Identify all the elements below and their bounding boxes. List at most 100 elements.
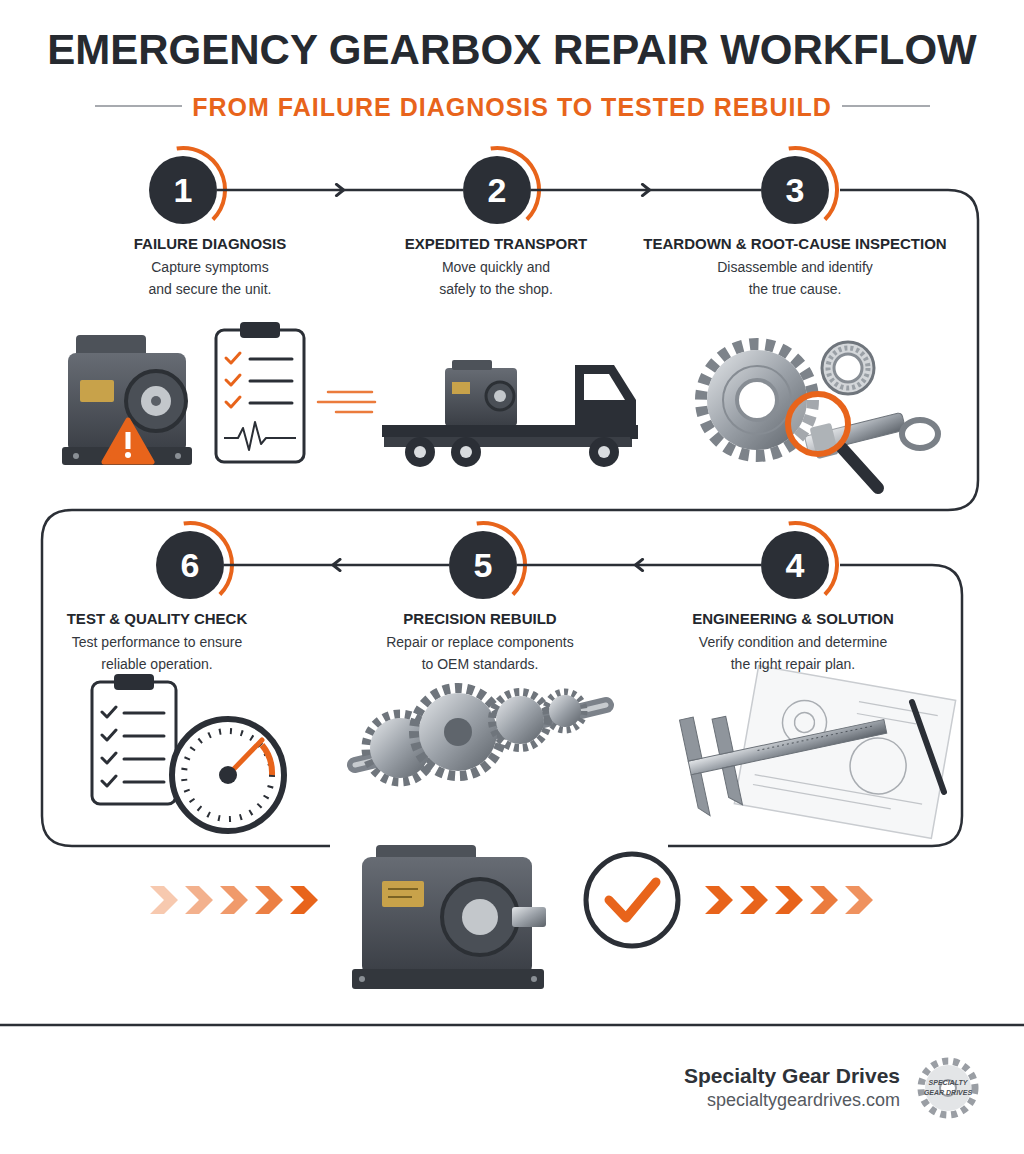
logo-text: SPECIALTY bbox=[929, 1079, 968, 1087]
truck-illustration bbox=[405, 437, 435, 467]
gear-shaft-illustration bbox=[492, 692, 548, 748]
step-circle: 5PRECISION REBUILDRepair or replace comp… bbox=[449, 531, 517, 599]
logo-text: GEAR DRIVES bbox=[924, 1089, 972, 1097]
step-heading: PRECISION REBUILD bbox=[403, 609, 556, 629]
blueprint-illustration bbox=[846, 734, 911, 799]
step-circle: 3TEARDOWN & ROOT-CAUSE INSPECTIONDisasse… bbox=[761, 156, 829, 224]
chevron-arrow bbox=[255, 886, 283, 914]
step-heading: EXPEDITED TRANSPORT bbox=[405, 234, 588, 254]
website-url: specialtygeardrives.com bbox=[707, 1089, 900, 1111]
clipboard-illustration bbox=[216, 322, 304, 462]
gearbox-illustration bbox=[126, 371, 186, 431]
blueprint-illustration bbox=[793, 711, 816, 734]
subtitle-rule bbox=[95, 105, 182, 107]
blueprint-illustration bbox=[691, 766, 743, 818]
blueprint-illustration bbox=[679, 666, 955, 839]
step-description: Move quickly and safely to the shop. bbox=[434, 256, 559, 300]
checklist-gauge-illustration bbox=[92, 682, 176, 804]
step-number: 3 bbox=[761, 156, 829, 224]
warning-symbol bbox=[104, 420, 152, 462]
truck-illustration bbox=[486, 382, 514, 410]
step-heading: FAILURE DIAGNOSIS bbox=[134, 234, 287, 254]
footer-rule bbox=[0, 1024, 1024, 1027]
gear-parts-illustration bbox=[822, 342, 874, 394]
blueprint-illustration bbox=[679, 710, 733, 761]
truck-illustration bbox=[318, 392, 375, 412]
gear-shaft-illustration bbox=[546, 692, 584, 730]
truck-illustration bbox=[575, 365, 636, 437]
checklist-gauge-illustration bbox=[114, 674, 154, 690]
truck-illustration bbox=[452, 360, 492, 370]
gearbox-illustration bbox=[442, 879, 518, 955]
truck-illustration bbox=[494, 390, 506, 402]
truck-illustration bbox=[382, 425, 578, 437]
logo-gear bbox=[921, 1061, 975, 1115]
gear-parts-illustration bbox=[842, 448, 878, 488]
gearbox-illustration bbox=[359, 976, 365, 982]
gear-shaft-illustration bbox=[496, 696, 544, 744]
truck-illustration bbox=[630, 425, 638, 439]
logo-gear bbox=[925, 1065, 971, 1111]
footer-rule bbox=[0, 1025, 1024, 1026]
step-circle: 1FAILURE DIAGNOSISCapture symptoms and s… bbox=[149, 156, 217, 224]
step-description: Capture symptoms and secure the unit. bbox=[145, 256, 275, 300]
truck-illustration bbox=[318, 360, 638, 467]
step-arc bbox=[176, 146, 839, 596]
gear-parts-illustration bbox=[723, 366, 791, 434]
step-number: 2 bbox=[463, 156, 531, 224]
truck-illustration bbox=[414, 446, 426, 458]
gearbox-illustration bbox=[68, 353, 186, 453]
truck-illustration bbox=[452, 382, 470, 394]
gear-shaft-illustration bbox=[549, 695, 581, 727]
gear-shaft-illustration bbox=[355, 688, 606, 782]
truck-illustration bbox=[598, 446, 610, 458]
gearbox-illustration bbox=[73, 453, 79, 459]
clipboard-illustration bbox=[226, 353, 240, 407]
step-description: Verify condition and determine the right… bbox=[693, 631, 893, 675]
frame-line bbox=[668, 565, 962, 846]
blueprint-illustration bbox=[758, 726, 875, 751]
chevron-arrow bbox=[705, 886, 733, 914]
logo-gear bbox=[921, 1061, 975, 1115]
checklist-gauge-illustration bbox=[184, 731, 272, 819]
step-description: Test performance to ensure reliable oper… bbox=[65, 631, 250, 675]
checklist-gauge-illustration bbox=[219, 766, 237, 784]
step-circle: 6TEST & QUALITY CHECKTest performance to… bbox=[156, 531, 224, 599]
gearbox-illustration bbox=[382, 881, 424, 907]
gearbox-illustration bbox=[352, 969, 544, 989]
chevron-arrow bbox=[220, 886, 248, 914]
checklist-gauge-illustration bbox=[102, 707, 116, 786]
step-circle: 2EXPEDITED TRANSPORTMove quickly and saf… bbox=[463, 156, 531, 224]
diagram-title: EMERGENCY GEARBOX REPAIR WORKFLOW bbox=[0, 26, 1024, 74]
clipboard-illustration bbox=[250, 359, 292, 403]
step-heading: ENGINEERING & SOLUTION bbox=[692, 609, 894, 629]
flow-connector bbox=[531, 189, 761, 192]
gearbox-illustration bbox=[175, 453, 181, 459]
chevron-arrow bbox=[880, 899, 930, 902]
warning-symbol bbox=[104, 420, 152, 462]
gearbox-illustration bbox=[531, 976, 537, 982]
gearbox-illustration bbox=[362, 857, 532, 975]
chevron-arrow bbox=[185, 886, 213, 914]
chevron-arrow bbox=[775, 886, 803, 914]
chevron-arrow bbox=[150, 886, 178, 914]
gear-parts-illustration bbox=[701, 342, 938, 488]
gearbox-illustration bbox=[352, 845, 546, 989]
step-number: 4 bbox=[761, 531, 829, 599]
frame-line bbox=[42, 190, 978, 846]
step-number: 1 bbox=[149, 156, 217, 224]
gearbox-illustration bbox=[512, 907, 546, 927]
flow-connector bbox=[217, 189, 463, 192]
blueprint-illustration bbox=[912, 702, 944, 792]
flow-connector bbox=[517, 564, 761, 567]
truck-illustration bbox=[589, 437, 619, 467]
clipboard-illustration bbox=[224, 422, 296, 450]
gearbox-illustration bbox=[462, 899, 498, 935]
checklist-gauge-illustration bbox=[92, 674, 284, 831]
gear-shaft-illustration bbox=[419, 693, 497, 771]
check-symbol bbox=[586, 854, 678, 946]
gearbox-illustration bbox=[80, 380, 114, 402]
gear-parts-illustration bbox=[902, 420, 938, 448]
check-symbol bbox=[609, 882, 656, 918]
